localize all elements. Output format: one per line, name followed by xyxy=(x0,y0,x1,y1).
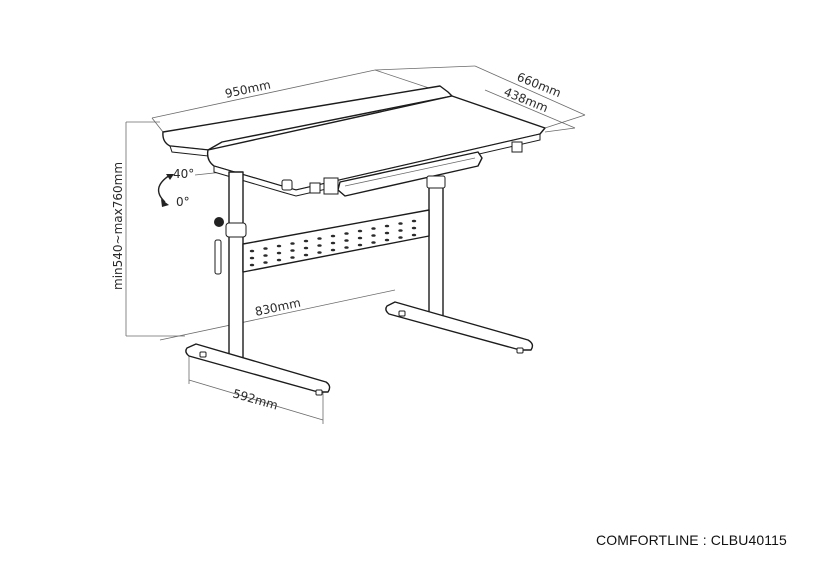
crossbar-panel xyxy=(242,209,430,273)
dim-leg-span-830: 830mm xyxy=(254,296,302,319)
dim-tilt-40: 40° xyxy=(173,167,194,181)
dim-tilt-0: 0° xyxy=(176,195,190,209)
desk-top-fixed-strip xyxy=(162,85,453,157)
right-foot xyxy=(385,301,534,354)
tilt-arc-icon xyxy=(157,174,174,207)
left-leg xyxy=(214,171,247,359)
dim-height: min540~max760mm xyxy=(111,162,125,290)
model-caption: COMFORTLINE : CLBU40115 xyxy=(596,532,787,548)
dimension-lines xyxy=(125,65,586,424)
left-foot xyxy=(185,343,331,396)
top-brackets xyxy=(281,141,523,195)
dim-foot-592: 592mm xyxy=(231,386,279,412)
right-leg xyxy=(426,175,446,319)
